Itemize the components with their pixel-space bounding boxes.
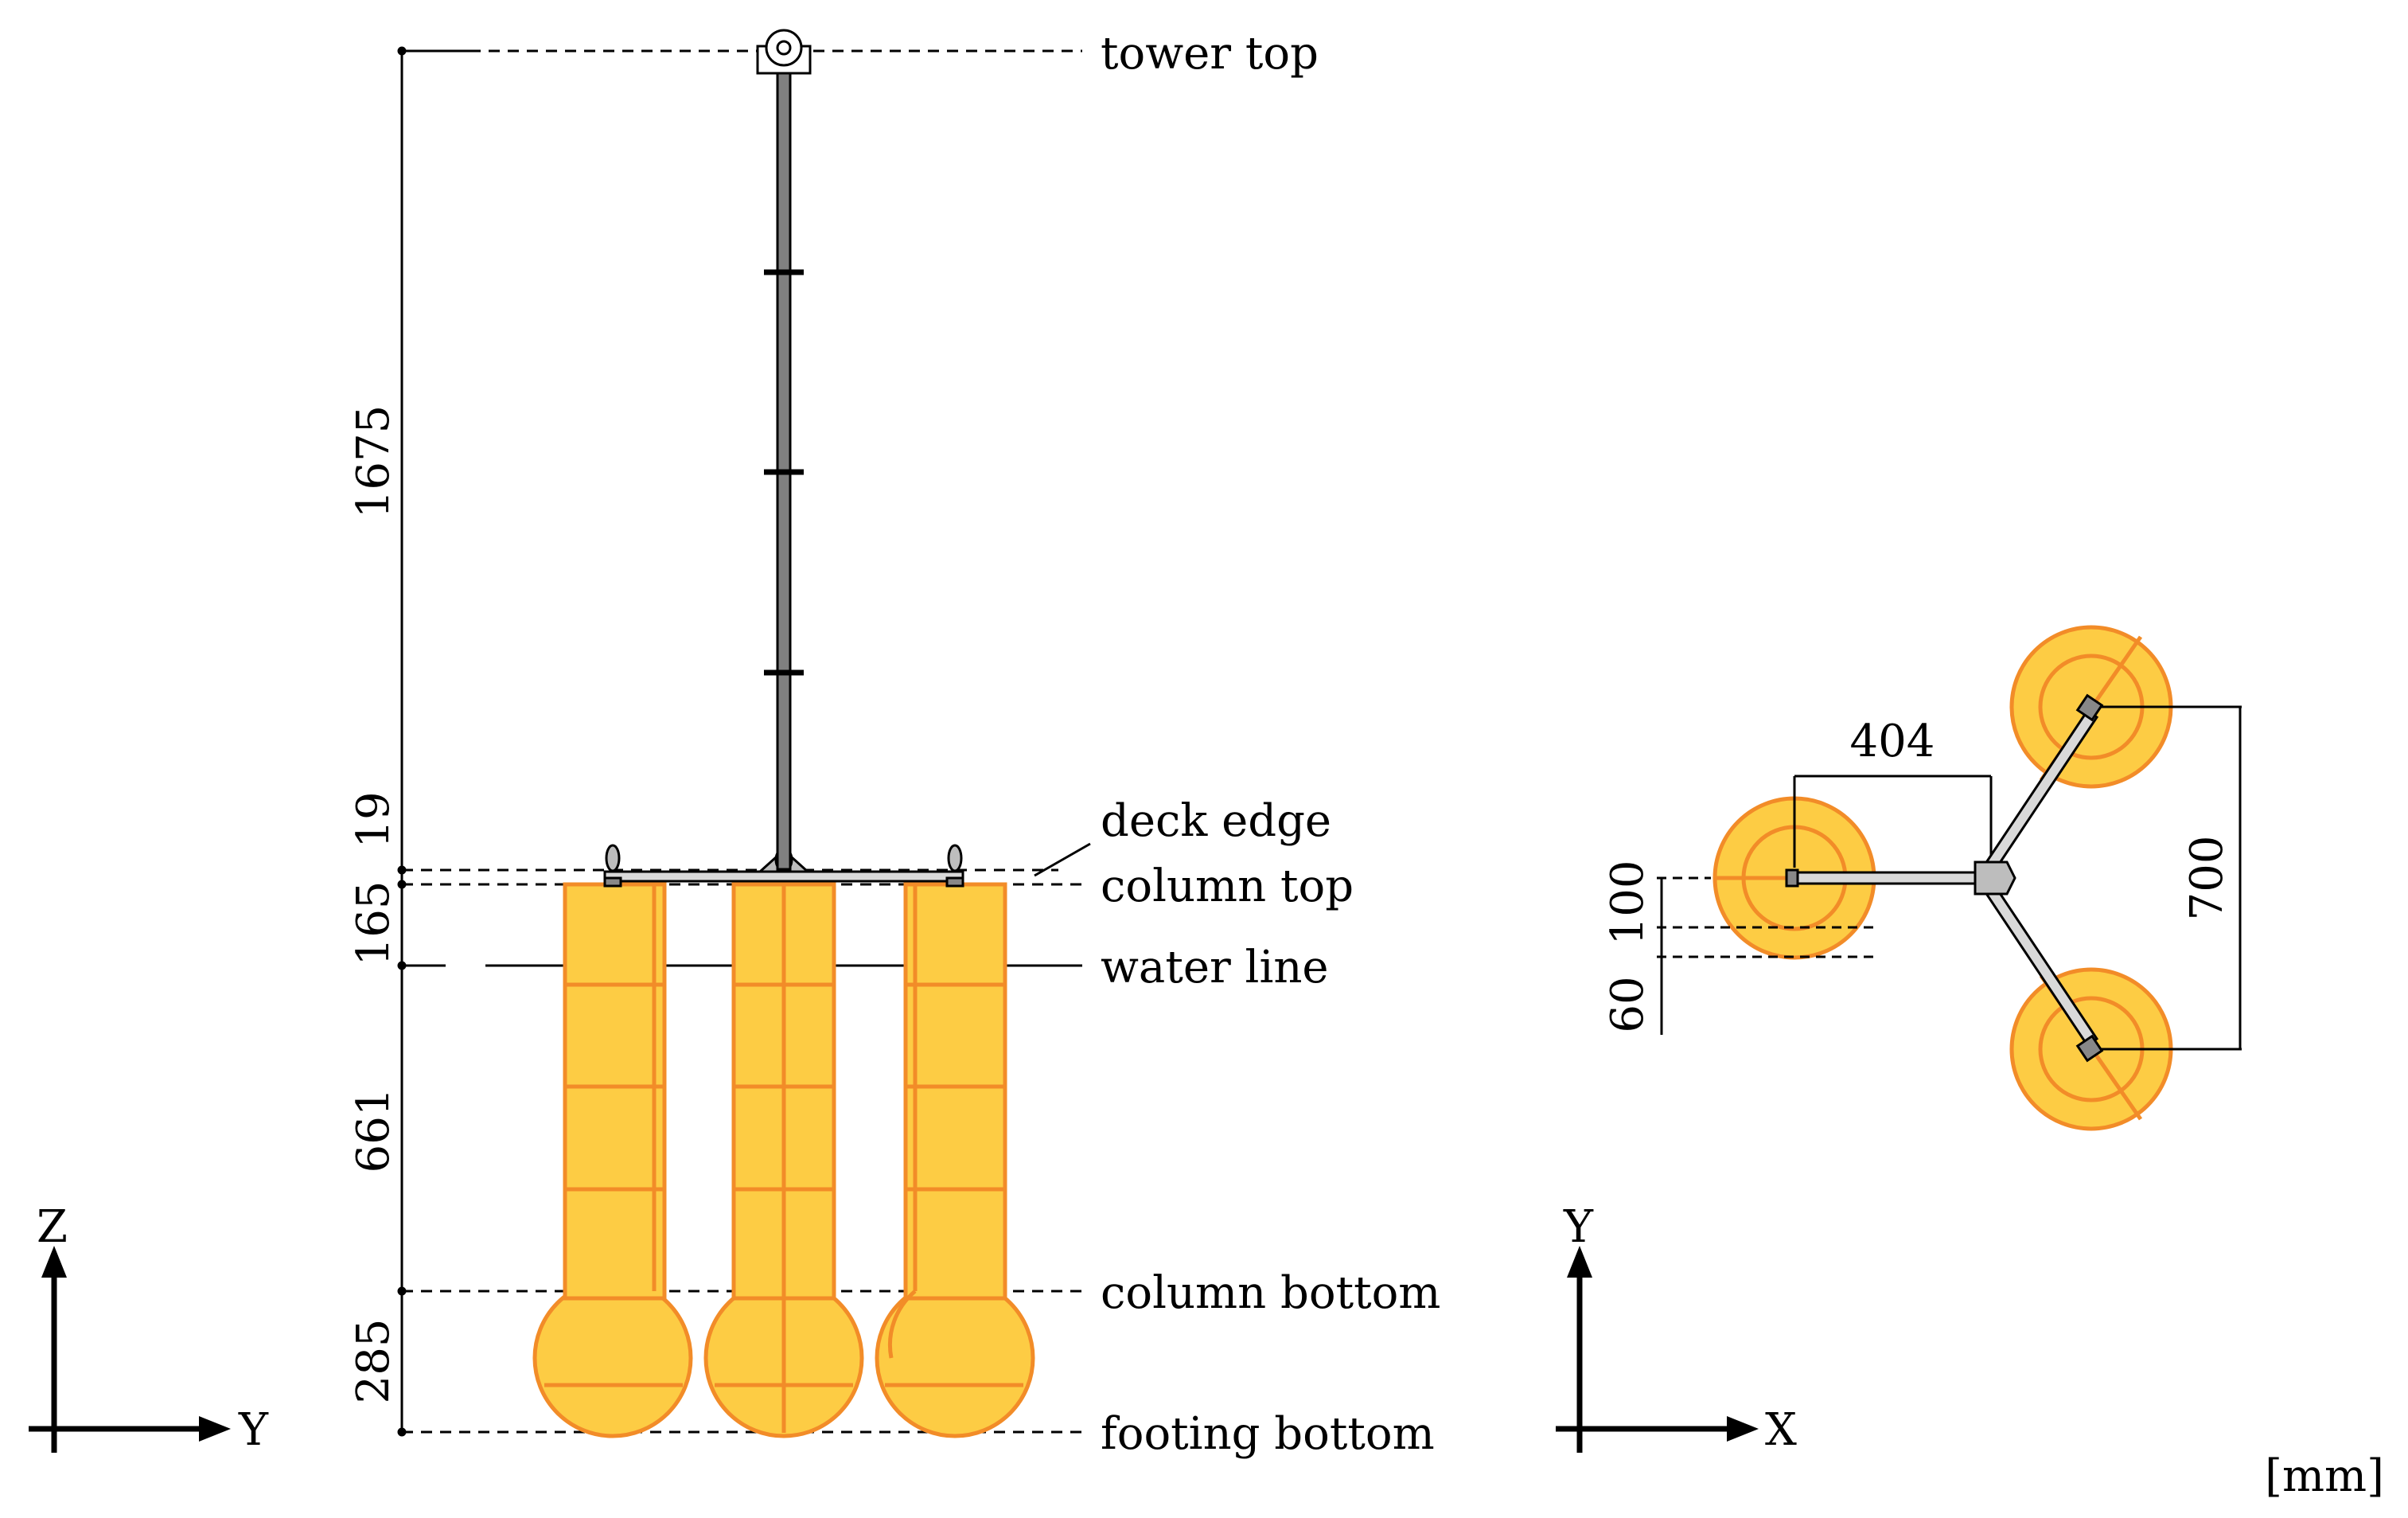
- dim-404-line: [1793, 775, 1993, 868]
- axis-label-x: X: [1765, 1404, 1797, 1456]
- units-label: [mm]: [2265, 1450, 2384, 1502]
- vertical-dimension-line: [397, 46, 407, 1437]
- dim-700-line: [2101, 705, 2242, 1051]
- label-column-bottom: column bottom: [1101, 1267, 1440, 1319]
- top-braces: [1785, 693, 2104, 1063]
- dim-footing-height: 285: [348, 1319, 399, 1404]
- dim-tower-height: 1675: [348, 405, 399, 519]
- label-deck-edge: deck edge: [1101, 795, 1331, 847]
- column-center: [703, 882, 864, 1438]
- dim-column-pitch: 700: [2181, 836, 2233, 921]
- dim-column-draft: 661: [348, 1088, 399, 1173]
- dim-column-spacing: 404: [1850, 716, 1935, 767]
- columns: [532, 882, 1035, 1438]
- label-column-top: column top: [1101, 860, 1354, 912]
- dim-freeboard: 165: [348, 881, 399, 966]
- column-right: [875, 882, 1035, 1438]
- dim-column-diameter: 100: [1602, 860, 1654, 946]
- axis-label-z: Z: [37, 1201, 68, 1253]
- tower: [756, 29, 812, 871]
- column-left: [532, 882, 693, 1438]
- dim-footing-offset: 60: [1602, 976, 1654, 1032]
- axes-top: [1556, 1246, 1759, 1453]
- axis-label-y-top: Y: [1563, 1201, 1594, 1253]
- axes-side: [29, 1246, 231, 1453]
- top-view: 404 700 100 60 Y X: [1556, 625, 2242, 1456]
- side-view: 1675 19 165 661 285 tower top deck edge …: [29, 28, 1440, 1460]
- dim-100-60-lines: [1657, 876, 1880, 1035]
- label-footing-bottom: footing bottom: [1101, 1408, 1435, 1460]
- label-water-line: water line: [1101, 942, 1329, 993]
- dim-deck-thickness: 19: [348, 791, 399, 848]
- label-tower-top: tower top: [1101, 28, 1319, 80]
- axis-label-y-side: Y: [238, 1404, 269, 1456]
